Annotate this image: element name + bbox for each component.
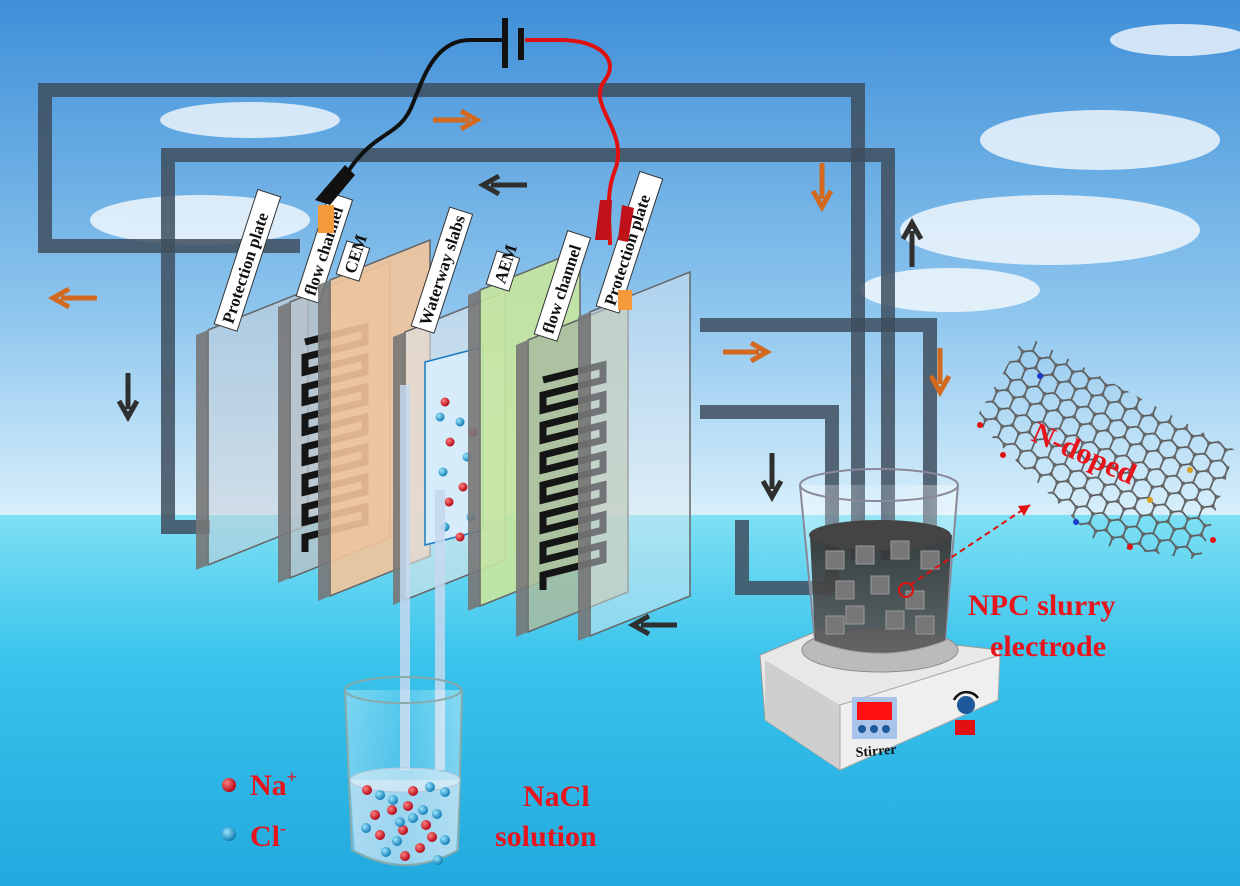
cl-ion (408, 813, 418, 823)
power-switch-icon (955, 720, 975, 735)
battery-negative-plate (518, 28, 524, 60)
flow-arrow-icon (47, 286, 97, 310)
pipe-right-upper (700, 318, 937, 540)
carbon-particle (870, 575, 890, 595)
cl-ion (395, 817, 405, 827)
flow-arrow-icon (928, 348, 952, 398)
power-supply (315, 18, 634, 310)
carbon-particle (920, 550, 940, 570)
black-clip-icon (315, 165, 355, 205)
na-ion (398, 825, 408, 835)
na-ion (445, 437, 455, 447)
legend-cl: Cl- (250, 818, 286, 853)
na-ion (455, 532, 465, 542)
cl-ion (375, 790, 385, 800)
pipe-inner-loop (161, 148, 895, 560)
na-ion (403, 801, 413, 811)
cl-ion (440, 787, 450, 797)
red-clip-icon (595, 200, 634, 242)
cl-ion (435, 412, 445, 422)
cl-ion (388, 795, 398, 805)
carbon-particle (905, 590, 925, 610)
carbon-particle (890, 540, 910, 560)
cl-ion (438, 467, 448, 477)
na-ion-icon (222, 778, 236, 792)
stirrer: Stirrer (759, 627, 1001, 771)
flow-arrow-icon (116, 373, 140, 423)
carbon-particle (825, 615, 845, 635)
slurry-label-line2: electrode (990, 630, 1106, 663)
na-ion (387, 805, 397, 815)
carbon-particle (845, 605, 865, 625)
na-ion (375, 830, 385, 840)
na-ion (408, 786, 418, 796)
flow-arrow-icon (900, 217, 924, 267)
cl-ion-icon (222, 827, 236, 841)
solution-label-line1: NaCl (523, 780, 590, 813)
carbon-particle (825, 550, 845, 570)
na-ion (421, 820, 431, 830)
speed-knob-icon (957, 696, 975, 714)
na-ion (444, 497, 454, 507)
solution-label-line2: solution (495, 820, 597, 853)
pipe-outer-loop (38, 83, 865, 560)
cl-ion (440, 835, 450, 845)
na-ion (427, 832, 437, 842)
cl-ion (392, 836, 402, 846)
cl-ion (361, 823, 371, 833)
carbon-particle (885, 610, 905, 630)
flow-arrow-icon (627, 613, 677, 637)
slurry-beaker (799, 468, 1031, 654)
na-ion (458, 482, 468, 492)
flow-arrow-icon (723, 340, 773, 364)
clouds (90, 24, 1240, 312)
carbon-particle (915, 615, 935, 635)
na-ion (415, 843, 425, 853)
cl-ion (425, 782, 435, 792)
flow-arrow-icon (760, 453, 784, 503)
carbon-particle (835, 580, 855, 600)
flow-arrow-icon (477, 173, 527, 197)
carbon-particle (855, 545, 875, 565)
flow-arrow-icon (433, 108, 483, 132)
legend: Na+ Cl- (222, 767, 297, 853)
cl-ion (432, 809, 442, 819)
na-ion (362, 785, 372, 795)
na-ion (370, 810, 380, 820)
na-ion (400, 851, 410, 861)
cl-ion (433, 855, 443, 865)
black-wire (338, 38, 505, 186)
legend-na: Na+ (250, 767, 297, 802)
na-ion (440, 397, 450, 407)
cl-ion (381, 847, 391, 857)
battery-positive-plate (502, 18, 508, 68)
cl-ion (455, 417, 465, 427)
flow-arrows (47, 108, 952, 637)
nacl-beaker (344, 676, 463, 866)
cl-ion (418, 805, 428, 815)
n-doped-graphene-sheet: N-doped (975, 335, 1235, 560)
stirrer-label: Stirrer (855, 742, 897, 761)
slurry-label-line1: NPC slurry (968, 589, 1115, 622)
flow-arrow-icon (810, 163, 834, 213)
